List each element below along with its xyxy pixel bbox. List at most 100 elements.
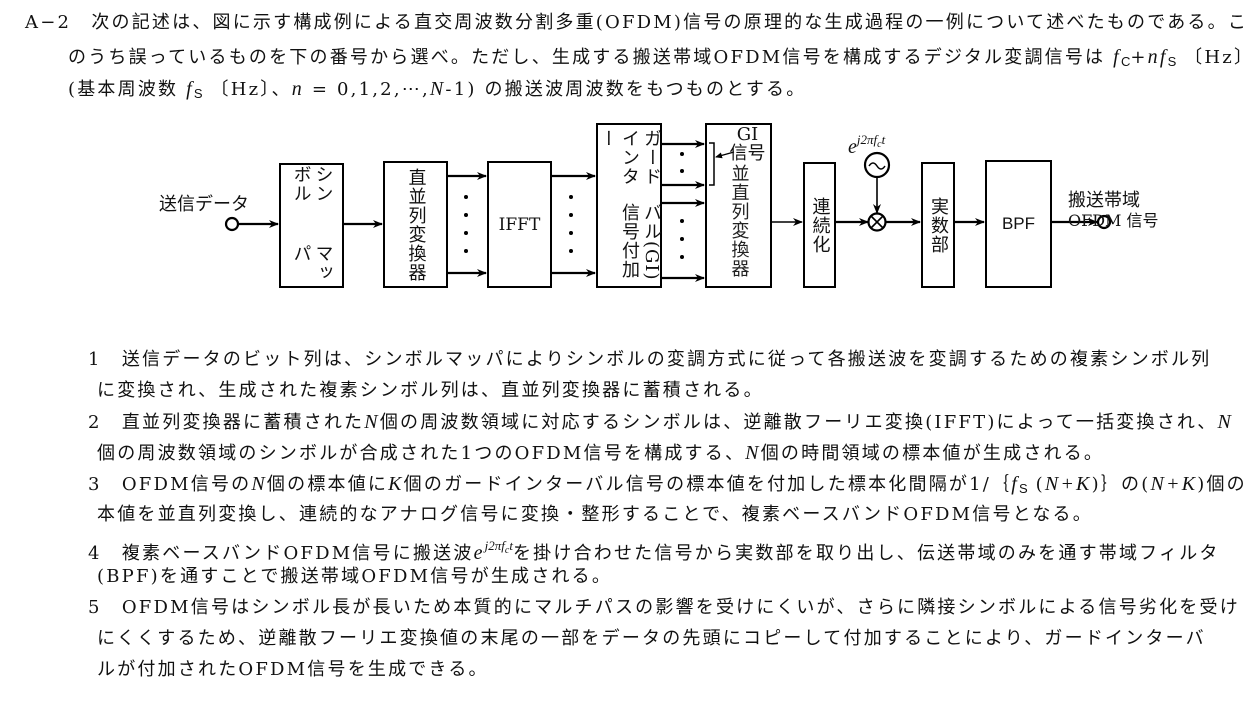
output-label: 搬送帯域 OFDM 信号 [1068, 191, 1159, 231]
text-segment: + [1130, 47, 1148, 68]
text-segment: ルが付加されたOFDM信号を生成できる。 [97, 659, 489, 680]
block-label: マッパ [290, 243, 334, 282]
text-segment: 3 OFDM信号の [88, 474, 252, 495]
gi-signal-label: GI [736, 124, 759, 145]
ellipsis-dot [569, 195, 573, 199]
output-label-line: 搬送帯域 [1068, 190, 1140, 211]
option-line: (BPF)を通すことで搬送帯域OFDM信号が生成される。 [97, 566, 612, 588]
text-segment: に変換され、生成された複素シンボル列は、直並列変換器に蓄積される。 [97, 380, 764, 401]
ellipsis-dot [569, 213, 573, 217]
input-terminal [224, 216, 240, 232]
text-segment: N [745, 442, 761, 464]
block-label: 連続化 [809, 196, 831, 254]
text-segment: nf [1147, 46, 1168, 68]
block-label: 並直列変換器 [728, 164, 750, 278]
option-line: 4 複素ベースバンドOFDM信号に搬送波ej2πfctを掛け合わせた信号から実数… [88, 535, 1220, 565]
ellipsis-dot [464, 195, 468, 199]
text-segment: 本値を並直列変換し、連続的なアナログ信号に変換・整形することで、複素ベースバンド… [97, 504, 1093, 525]
text-segment: 〔Hz〕 [1184, 47, 1244, 68]
ellipsis-dot [569, 231, 573, 235]
text-segment: S [1018, 481, 1028, 496]
text-segment: S [193, 86, 203, 101]
ellipsis-dot [464, 231, 468, 235]
block-label: 直並列変換器 [405, 167, 427, 282]
carrier-segment: j2πf [856, 132, 878, 147]
option-line: ルが付加されたOFDM信号を生成できる。 [97, 659, 489, 681]
option-line: 5 OFDM信号はシンボル長が長いため本質的にマルチパスの影響を受けにくいが、さ… [88, 597, 1240, 619]
gi-signal-label: 信号 [729, 143, 766, 164]
carrier-segment: c [877, 139, 882, 150]
ellipsis-dot [680, 255, 684, 259]
gi-pointer [715, 151, 735, 159]
carrier-segment: e [848, 136, 857, 158]
real-part-block: 実数部 [921, 162, 955, 288]
block-label: 実数部 [928, 196, 949, 254]
carrier-segment: t [881, 132, 886, 147]
ellipsis-dot [680, 169, 684, 173]
text-segment: 2 直並列変換器に蓄積された [88, 412, 365, 433]
ellipsis-dot [680, 219, 684, 223]
text-segment: 個の周波数領域のシンボルが合成された1つのOFDM信号を構成する、 [97, 443, 746, 464]
bpf-block: BPF [985, 160, 1052, 288]
question-line: のうち誤っているものを下の番号から選べ。ただし、生成する搬送帯域OFDM信号を構… [68, 46, 1244, 73]
text-segment: N [364, 411, 380, 433]
text-segment: f [186, 78, 194, 100]
text-segment: 4 複素ベースバンドOFDM信号に搬送波 [88, 543, 474, 564]
ellipsis-dot [680, 152, 684, 156]
ellipsis-dot [680, 237, 684, 241]
text-segment: )｝の( [1091, 474, 1151, 495]
text-segment: j2πf [484, 538, 505, 553]
text-segment: 個の時間領域の標本値が生成される。 [760, 443, 1105, 464]
option-line: 1 送信データのビット列は、シンボルマッパによりシンボルの変調方式に従って各搬送… [88, 349, 1211, 371]
text-segment: 個の周波数領域に対応するシンボルは、逆離散フーリエ変換(IFFT)によって一括変… [379, 412, 1218, 433]
text-segment: N [251, 473, 267, 495]
option-line: 個の周波数領域のシンボルが合成された1つのOFDM信号を構成する、N個の時間領域… [97, 442, 1104, 465]
question-line: A−2 次の記述は、図に示す構成例による直交周波数分割多重(OFDM)信号の原理… [25, 12, 1244, 34]
text-segment: N [1217, 411, 1234, 433]
block-label: バル(GI)信号付加 [619, 202, 662, 281]
text-segment: K [388, 473, 404, 495]
symbol-mapper-block: シンボル マッパ [279, 163, 344, 288]
text-segment: -1) の搬送波周波数をもつものとする。 [445, 79, 807, 100]
text-segment: c [504, 545, 510, 556]
block-label: BPF [1001, 214, 1036, 233]
text-segment: ( [1027, 474, 1045, 495]
option-line: 本値を並直列変換し、連続的なアナログ信号に変換・整形することで、複素ベースバンド… [97, 504, 1093, 526]
continuation-block: 連続化 [803, 162, 836, 288]
text-segment: e [473, 542, 485, 564]
multiplier-icon [867, 212, 887, 232]
gi-bracket [709, 142, 715, 186]
text-segment: のうち誤っているものを下の番号から選べ。ただし、生成する搬送帯域OFDM信号を構… [68, 47, 1114, 68]
parallel-serial-converter-block: GI 信号 並直列変換器 [705, 123, 772, 288]
text-segment: N+K [1150, 473, 1198, 495]
question-line: (基本周波数 fS 〔Hz〕、n = 0,1,2,⋯,N-1) の搬送波周波数を… [68, 78, 806, 105]
text-segment: n [291, 78, 304, 100]
output-terminal [1096, 214, 1112, 230]
text-segment: (BPF)を通すことで搬送帯域OFDM信号が生成される。 [97, 566, 613, 587]
option-line: 2 直並列変換器に蓄積されたN個の周波数領域に対応するシンボルは、逆離散フーリエ… [88, 411, 1233, 434]
text-segment: )個の標 [1197, 474, 1244, 495]
ellipsis-dot [464, 249, 468, 253]
text-segment: f [1011, 473, 1019, 495]
text-segment: A−2 次の記述は、図に示す構成例による直交周波数分割多重(OFDM)信号の原理… [25, 12, 1244, 33]
text-segment: を掛け合わせた信号から実数部を取り出し、伝送帯域のみを通す帯域フィルタ [512, 543, 1220, 564]
text-segment: t [509, 538, 513, 553]
block-label: IFFT [498, 214, 541, 235]
text-segment: 5 OFDM信号はシンボル長が長いため本質的にマルチパスの影響を受けにくいが、さ… [88, 597, 1240, 618]
text-segment: f [1113, 46, 1121, 68]
block-label: ガードインター [597, 129, 662, 186]
input-label: 送信データ [159, 194, 249, 215]
text-segment: C [1120, 54, 1131, 69]
option-line: 3 OFDM信号のN個の標本値にK個のガードインターバル信号の標本値を付加した標… [88, 473, 1244, 500]
text-segment: (基本周波数 [68, 79, 187, 100]
text-segment: N+K [1044, 473, 1092, 495]
text-segment: 個のガードインターバル信号の標本値を付加した標本化間隔が1/｛ [403, 474, 1012, 495]
text-segment: = 0,1,2,⋯, [303, 79, 430, 100]
ellipsis-dot [464, 213, 468, 217]
text-segment: N [429, 78, 446, 100]
serial-parallel-converter-block: 直並列変換器 [383, 161, 448, 288]
text-segment: 個の標本値に [266, 474, 389, 495]
text-segment: にくくするため、逆離散フーリエ変換値の末尾の一部をデータの先頭にコピーして付加す… [97, 628, 1206, 649]
text-segment: 〔Hz〕、 [202, 79, 292, 100]
